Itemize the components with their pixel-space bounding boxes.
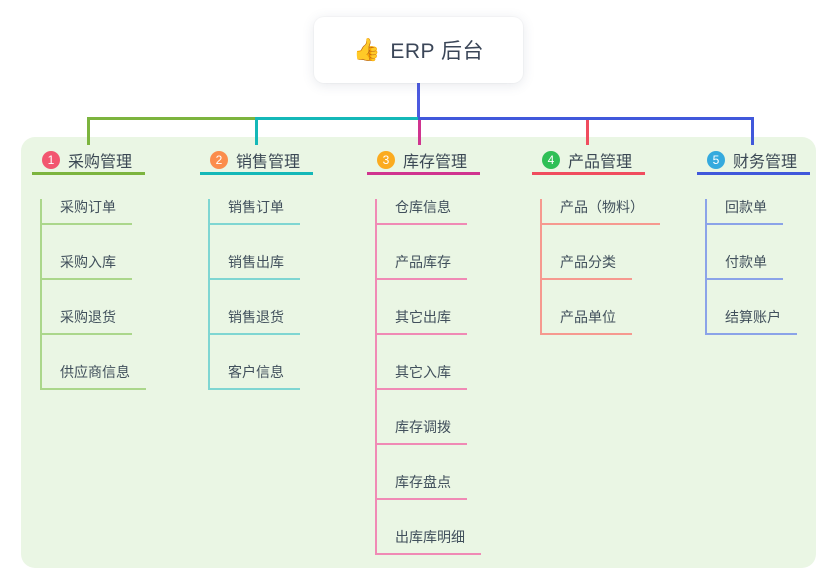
child-node[interactable]: 其它入库 [377,364,467,390]
thumbs-up-icon: 👍 [352,37,381,62]
drop-line-finance [751,117,754,145]
child-node[interactable]: 采购退货 [42,309,132,335]
child-node[interactable]: 产品分类 [542,254,632,280]
branch-sales: 2 销售管理 销售订单 销售出库 销售退货 客户信息 [200,147,313,390]
branch-children: 产品（物料） 产品分类 产品单位 [540,199,660,335]
child-node[interactable]: 销售订单 [210,199,300,225]
branch-children: 销售订单 销售出库 销售退货 客户信息 [208,199,313,390]
branch-badge: 4 [542,150,560,169]
branch-inventory: 3 库存管理 仓库信息 产品库存 其它出库 其它入库 库存调拨 库存盘点 出库库… [367,147,481,555]
child-node[interactable]: 供应商信息 [42,364,146,390]
branch-label: 库存管理 [403,153,468,171]
drop-line-purchase [87,117,90,145]
drop-line-inventory [418,120,421,145]
branch-header-purchase[interactable]: 1 采购管理 [32,147,145,175]
child-node[interactable]: 客户信息 [210,364,300,390]
bus-segment-sales [255,117,421,120]
branch-label: 产品管理 [568,153,633,171]
child-node[interactable]: 结算账户 [707,309,797,335]
child-node[interactable]: 采购入库 [42,254,132,280]
child-node[interactable]: 产品库存 [377,254,467,280]
branch-badge: 5 [707,150,725,169]
branch-label: 采购管理 [68,153,133,171]
branch-header-finance[interactable]: 5 财务管理 [697,147,810,175]
child-node[interactable]: 库存调拨 [377,419,467,445]
child-node[interactable]: 采购订单 [42,199,132,225]
child-node[interactable]: 仓库信息 [377,199,467,225]
branch-children: 回款单 付款单 结算账户 [705,199,810,335]
branch-label: 销售管理 [236,153,301,171]
branch-badge: 1 [42,150,60,169]
root-connector [417,82,420,120]
drop-line-product [586,120,589,145]
branch-children: 仓库信息 产品库存 其它出库 其它入库 库存调拨 库存盘点 出库库明细 [375,199,481,555]
child-node[interactable]: 库存盘点 [377,474,467,500]
child-node[interactable]: 其它出库 [377,309,467,335]
branch-badge: 2 [210,150,228,169]
branch-label: 财务管理 [733,153,798,171]
mindmap-panel [21,137,816,568]
root-title: ERP 后台 [390,40,485,63]
bus-segment-finance [418,117,754,120]
drop-line-sales [255,117,258,145]
child-node[interactable]: 销售出库 [210,254,300,280]
branch-header-product[interactable]: 4 产品管理 [532,147,645,175]
child-node[interactable]: 回款单 [707,199,783,225]
child-node[interactable]: 付款单 [707,254,783,280]
child-node[interactable]: 销售退货 [210,309,300,335]
child-node[interactable]: 出库库明细 [377,529,481,555]
bus-segment-purchase [87,117,255,120]
branch-badge: 3 [377,150,395,169]
branch-purchase: 1 采购管理 采购订单 采购入库 采购退货 供应商信息 [32,147,146,390]
child-node[interactable]: 产品单位 [542,309,632,335]
root-node[interactable]: 👍 ERP 后台 [314,17,523,83]
branch-product: 4 产品管理 产品（物料） 产品分类 产品单位 [532,147,660,335]
branch-children: 采购订单 采购入库 采购退货 供应商信息 [40,199,146,390]
branch-header-sales[interactable]: 2 销售管理 [200,147,313,175]
branch-finance: 5 财务管理 回款单 付款单 结算账户 [697,147,810,335]
child-node[interactable]: 产品（物料） [542,199,660,225]
branch-header-inventory[interactable]: 3 库存管理 [367,147,480,175]
